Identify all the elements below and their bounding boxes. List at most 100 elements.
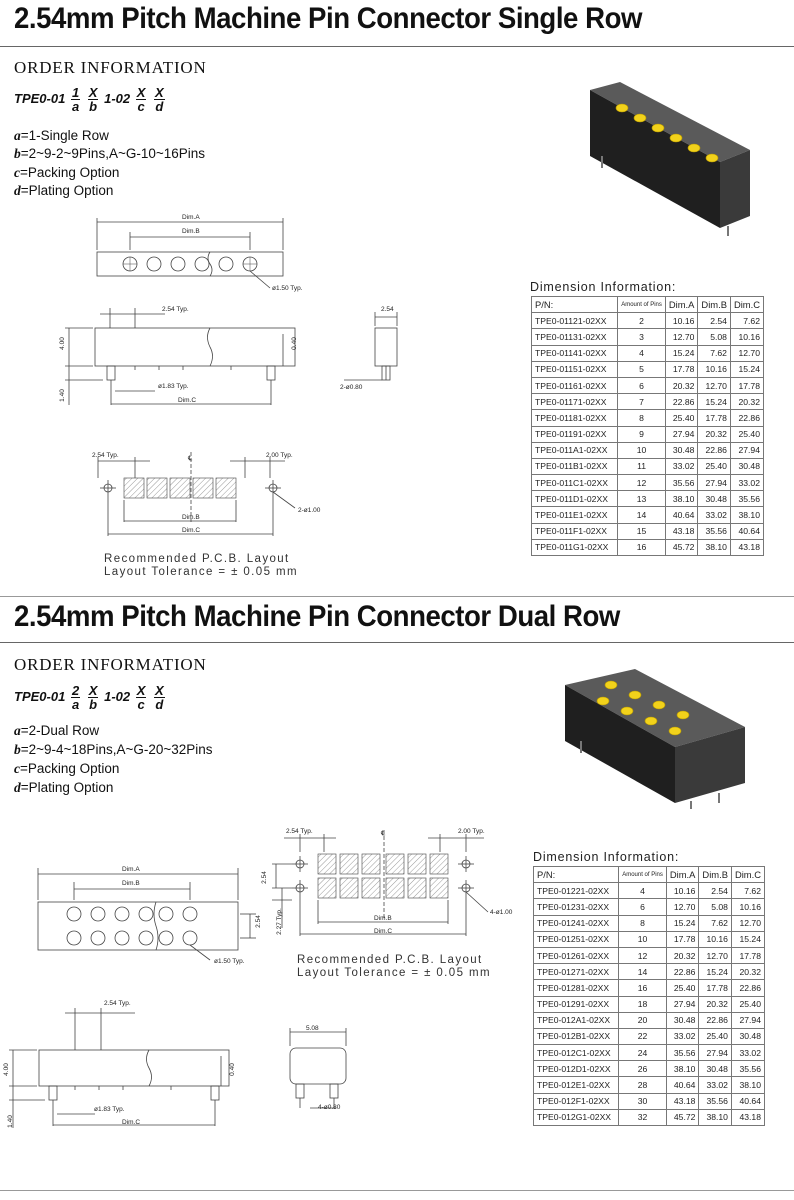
cell-part-number: TPE0-012E1-02XX [532,1076,620,1094]
pitch-label: 2.54 Typ. [162,306,189,313]
option-b-2: b=2~9-4~18Pins,A~G-20~32Pins [14,742,213,757]
centerline-mark-2: ℄ [381,830,386,837]
cell-dimension: 43.18 [664,522,699,540]
cell-dimension: 17.78 [730,946,766,965]
header-amount: Amount of Pins [617,295,666,314]
cell-part-number: TPE0-012D1-02XX [532,1060,620,1078]
cell-part-number: TPE0-01171-02XX [530,393,619,411]
cell-dimension: 25.40 [698,1027,732,1046]
cell-dimension: 10.16 [730,898,766,916]
pcb-hole-label: 2-ø1.00 [298,507,321,514]
cell-pin-count: 14 [617,506,666,524]
height-label: 4.00 [58,337,66,350]
cell-dimension: 12.70 [665,898,700,916]
cell-pin-count: 15 [617,522,666,540]
cell-part-number: TPE0-01161-02XX [530,376,619,395]
cell-dimension: 10.16 [698,930,732,948]
side-pin-label: 2-ø0.80 [340,384,363,391]
cell-pin-count: 20 [618,1011,667,1029]
cell-dimension: 17.78 [664,360,699,378]
cell-dimension: 45.72 [664,538,699,557]
cell-dimension: 33.02 [730,1044,766,1062]
dim-a-label: Dim.A [182,214,200,221]
header-dim-c: Dim.C [729,295,765,314]
cell-pin-count: 11 [617,457,666,476]
cell-pin-count: 4 [617,344,666,362]
title-divider [0,46,794,47]
cell-part-number: TPE0-01191-02XX [530,425,619,443]
cell-dimension: 30.48 [729,457,765,476]
centerline-mark: ℄ [188,455,193,462]
pcb-layout-note-2: Recommended P.C.B. Layout Layout Toleran… [297,954,491,979]
cell-dimension: 25.40 [729,425,765,443]
section-title-dual-row: 2.54mm Pitch Machine Pin Connector Dual … [14,600,620,633]
single-row-front-view [65,308,296,405]
cell-dimension: 15.24 [665,914,700,932]
cell-pin-count: 13 [617,490,666,508]
pcb-dim-b-label: Dim.B [182,514,200,521]
cell-dimension: 27.94 [729,441,765,459]
cell-dimension: 45.72 [665,1108,700,1127]
cell-dimension: 27.94 [730,1011,766,1029]
cell-dimension: 30.48 [697,490,731,508]
cell-dimension: 22.86 [729,409,765,427]
cell-dimension: 35.56 [664,474,699,492]
tail-length-label: 1.40 [58,389,66,402]
cell-dimension: 30.48 [664,441,699,459]
cell-dimension: 12.70 [729,344,765,362]
option-d-2: d=Plating Option [14,780,114,795]
cell-part-number: TPE0-01231-02XX [532,898,620,916]
cell-dimension: 35.56 [730,1060,766,1078]
cell-dimension: 5.08 [697,328,731,346]
cell-pin-count: 6 [618,898,667,916]
cell-dimension: 7.62 [729,312,765,330]
cell-pin-count: 10 [618,930,667,948]
cell-part-number: TPE0-012A1-02XX [532,1011,620,1029]
pin-diameter-label: ø1.83 Typ. [158,383,189,390]
pcb-end-label: 2.00 Typ. [266,452,293,459]
cell-dimension: 27.94 [698,1044,732,1062]
cell-dimension: 20.32 [730,963,766,981]
cell-part-number: TPE0-01141-02XX [530,344,619,362]
cell-dimension: 7.62 [698,914,732,932]
hole-diameter-label: ø1.50 Typ. [272,285,303,292]
cell-part-number: TPE0-011A1-02XX [530,441,619,459]
dimension-info-title-2: Dimension Information: [533,850,680,864]
cell-pin-count: 10 [617,441,666,459]
cell-dimension: 22.86 [664,393,699,411]
header-pn: P/N: [530,295,619,314]
cell-pin-count: 30 [618,1092,667,1110]
cell-dimension: 35.56 [665,1044,700,1062]
cell-part-number: TPE0-01181-02XX [530,409,619,427]
cell-part-number: TPE0-01271-02XX [532,963,620,981]
cell-dimension: 7.62 [730,882,766,900]
cell-pin-count: 18 [618,995,667,1013]
cell-part-number: TPE0-01121-02XX [530,312,619,330]
cell-dimension: 2.54 [697,312,731,330]
cell-part-number: TPE0-01131-02XX [530,328,619,346]
tail-length-label-2: 1.40 [6,1115,14,1128]
cell-dimension: 12.70 [664,328,699,346]
cell-dimension: 33.02 [697,506,731,524]
cell-part-number: TPE0-011F1-02XX [530,522,619,540]
